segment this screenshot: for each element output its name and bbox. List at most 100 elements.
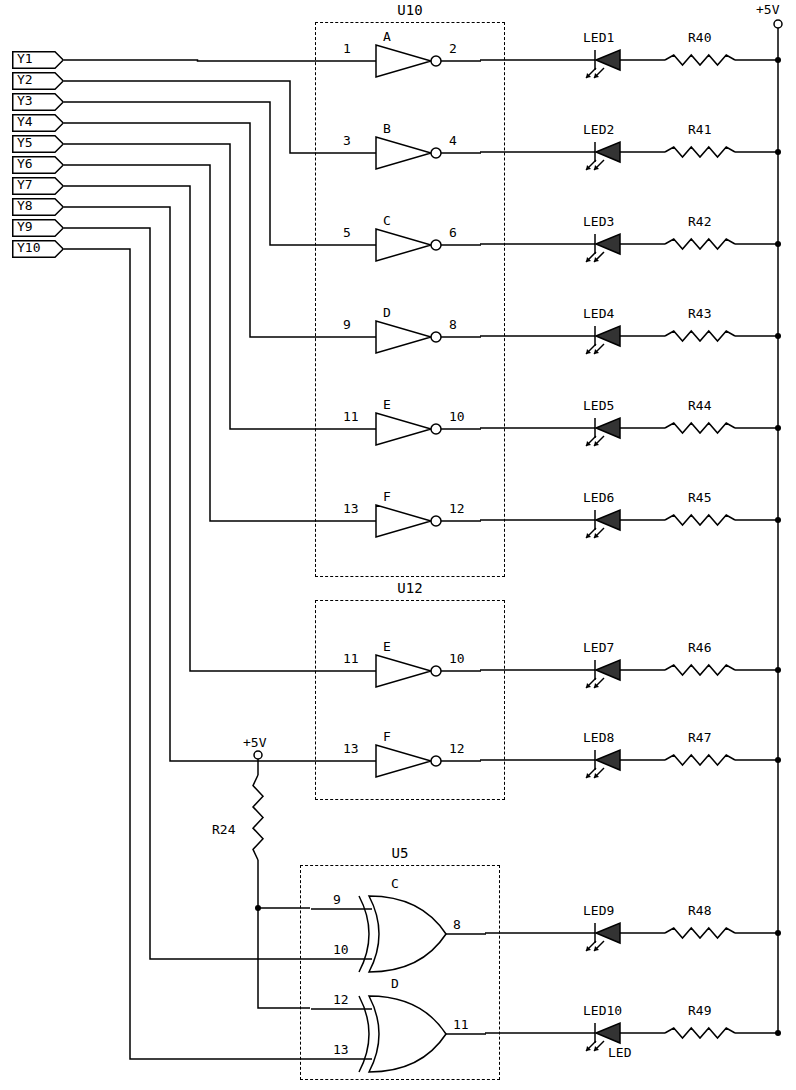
pin-number: 11 <box>453 1017 469 1033</box>
junction-dot <box>775 333 781 339</box>
led-wire <box>480 151 595 153</box>
light-arrow <box>594 683 599 688</box>
resistor-label: R45 <box>688 490 711 506</box>
signal-name: Y5 <box>17 135 33 151</box>
inverter-symbol <box>376 45 431 77</box>
resistor-wire <box>735 519 778 521</box>
supply-label: +5V <box>243 735 266 751</box>
gate-letter: D <box>383 305 391 321</box>
signal-wire <box>64 207 331 761</box>
inversion-bubble <box>431 56 441 66</box>
xor-symbol <box>359 996 369 1072</box>
inverter-symbol <box>331 307 481 367</box>
resistor-symbol <box>665 331 735 341</box>
signal-wire <box>64 60 331 61</box>
light-arrow <box>586 1046 591 1051</box>
resistor-symbol <box>253 775 263 860</box>
led-symbol <box>594 923 596 943</box>
inverter-symbol <box>331 31 481 91</box>
inverter-gate: F1312 <box>331 731 481 791</box>
connector-outline <box>13 115 64 132</box>
signal-connector: Y3 <box>12 93 64 111</box>
signal-wire <box>64 81 331 153</box>
light-arrow <box>594 73 599 78</box>
led-label: LED2 <box>583 122 614 138</box>
signal-name: Y10 <box>17 240 40 256</box>
light-arrow <box>586 73 591 78</box>
led-symbol <box>596 418 620 438</box>
junction-dot <box>775 1030 781 1036</box>
resistor-symbol <box>665 55 735 65</box>
connector-outline <box>13 94 64 111</box>
led-symbol <box>594 418 596 438</box>
resistor-symbol <box>665 1028 735 1038</box>
pin-lead <box>331 520 376 522</box>
light-arrow <box>594 160 604 170</box>
inverter-symbol <box>331 123 481 183</box>
inverter-symbol <box>376 505 431 537</box>
signal-wire <box>64 165 331 521</box>
connector-outline <box>13 157 64 174</box>
led-wire <box>480 519 595 521</box>
junction-dot <box>775 757 781 763</box>
inverter-symbol <box>331 731 481 791</box>
gate-letter: F <box>383 729 391 745</box>
pin-lead <box>441 152 481 154</box>
pin-number: 2 <box>449 41 457 57</box>
resistor-wire <box>620 243 665 245</box>
resistor-label: R47 <box>688 730 711 746</box>
xor-symbol <box>369 896 446 972</box>
light-arrow <box>594 1046 599 1051</box>
resistor-label: R24 <box>212 822 235 838</box>
resistor-wire <box>620 759 665 761</box>
led-wire <box>480 243 595 245</box>
inverter-symbol <box>331 491 481 551</box>
led-wire <box>480 669 595 671</box>
junction-dot <box>775 57 781 63</box>
signal-connector: Y7 <box>12 177 64 195</box>
xor-symbol <box>359 896 369 972</box>
inverter-gate: C56 <box>331 215 481 275</box>
inverter-symbol <box>376 229 431 261</box>
resistor-wire <box>735 932 778 934</box>
signal-connector: Y5 <box>12 135 64 153</box>
gate-letter: D <box>391 976 399 992</box>
gate-letter: E <box>383 397 391 413</box>
connector-outline <box>13 178 64 195</box>
led-label: LED4 <box>583 306 614 322</box>
resistor-wire <box>735 151 778 153</box>
inverter-symbol <box>376 321 431 353</box>
led-label: LED10 <box>583 1003 622 1019</box>
resistor-wire <box>620 59 665 61</box>
resistor-wire <box>620 1032 665 1034</box>
inversion-bubble <box>431 516 441 526</box>
connector-outline <box>13 52 64 69</box>
inversion-bubble <box>431 240 441 250</box>
junction-dot <box>775 425 781 431</box>
pin-number: 6 <box>449 225 457 241</box>
led-label: LED3 <box>583 214 614 230</box>
led-symbol <box>596 510 620 530</box>
junction-dot <box>775 517 781 523</box>
resistor-wire <box>620 519 665 521</box>
supply-terminal <box>254 751 262 759</box>
light-arrow <box>594 436 604 446</box>
led-label: LED6 <box>583 490 614 506</box>
light-arrow <box>594 528 604 538</box>
led-wire <box>480 759 595 761</box>
pin-number: 8 <box>449 317 457 333</box>
inverter-gate: B34 <box>331 123 481 183</box>
resistor-symbol <box>665 755 735 765</box>
signal-connector: Y8 <box>12 198 64 216</box>
junction-dot <box>775 667 781 673</box>
supply-rail <box>777 28 779 1033</box>
light-arrow <box>594 68 604 78</box>
signal-connector: Y6 <box>12 156 64 174</box>
connector-outline <box>13 199 64 216</box>
light-arrow <box>586 533 591 538</box>
pin-lead <box>441 670 481 672</box>
pin-lead <box>441 520 481 522</box>
junction-dot <box>775 930 781 936</box>
chip-label: U10 <box>316 2 504 18</box>
light-arrow <box>594 344 604 354</box>
